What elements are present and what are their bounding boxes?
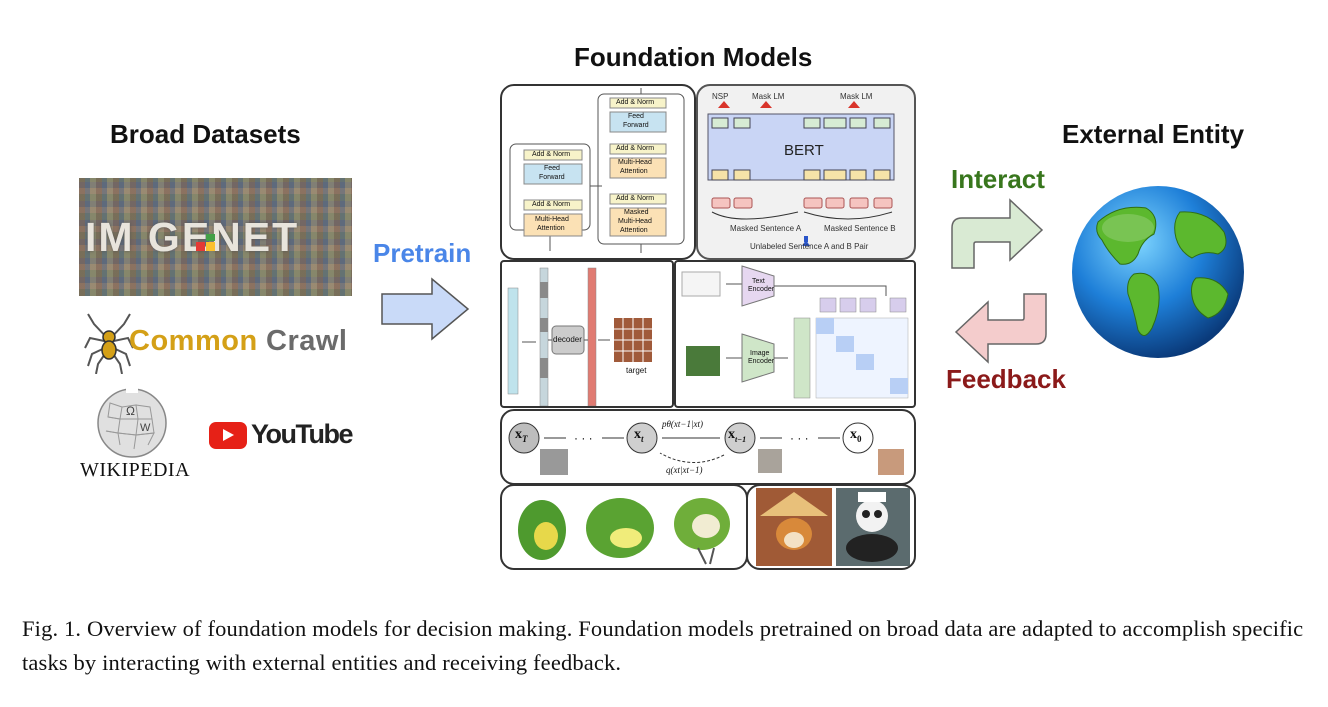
- avocado-chairs-panel: [500, 484, 748, 570]
- avocado-chairs-image: [518, 498, 730, 565]
- bert-panel: NSP Mask LM Mask LM BERT Masked Sentence…: [696, 84, 916, 260]
- youtube-text: YouTube: [251, 419, 353, 449]
- forward-process-label: pθ(xt−1|xt): [662, 419, 703, 429]
- encoder-forward-label: Forward: [539, 174, 565, 181]
- broad-datasets-heading: Broad Datasets: [110, 119, 301, 149]
- decoder-masked-label: Masked: [624, 209, 649, 216]
- encoder-add-norm-bottom: Add & Norm: [532, 201, 571, 208]
- mask-lm-label-2: Mask LM: [840, 92, 873, 101]
- transformer-diagram: [509, 88, 685, 253]
- svg-text:· · ·: · · ·: [790, 431, 809, 445]
- svg-text:Ω: Ω: [126, 404, 135, 418]
- mae-panel: decoder target: [500, 260, 674, 408]
- foundation-models-heading: Foundation Models: [574, 42, 813, 72]
- imagenet-logo: IM GENET: [79, 178, 352, 296]
- encoder-mha-label: Multi-Head: [535, 216, 569, 223]
- bert-diagram: [707, 101, 895, 246]
- transformer-panel: Add & Norm Feed Forward Add & Norm Multi…: [500, 84, 696, 260]
- reverse-process-label: q(xt|xt−1): [666, 465, 703, 475]
- image-encoder-label-1: Image: [750, 350, 770, 357]
- imagenet-dots-icon: [196, 234, 222, 256]
- x-0-node: x0: [850, 427, 862, 444]
- diffusion-panel: · · · · · · xT xt xt−1 x0 pθ(xt−1|xt) q(x…: [500, 409, 916, 485]
- crawl-text: Crawl: [266, 325, 348, 357]
- decoder-attention2-label: Attention: [620, 227, 648, 234]
- pretrain-arrow-icon: [381, 277, 470, 341]
- svg-text:W: W: [140, 422, 151, 434]
- x-T-node: xT: [515, 427, 528, 444]
- pretrain-label: Pretrain: [373, 238, 472, 268]
- earth-globe-icon: [1072, 186, 1244, 358]
- feedback-arrow-icon: [954, 293, 1047, 364]
- corgi-panda-panel: [746, 484, 916, 570]
- x-t-minus-1-node: xt−1: [728, 427, 747, 444]
- mask-lm-label-1: Mask LM: [752, 92, 785, 101]
- encoder-feed-label: Feed: [544, 165, 560, 172]
- common-text: Common: [129, 325, 258, 357]
- wikipedia-globe-icon: Ω W: [97, 383, 167, 458]
- decoder-mha-label: Multi-Head: [618, 159, 652, 166]
- decoder-add-norm-2: Add & Norm: [616, 145, 655, 152]
- wikipedia-text: WIKIPEDIA: [80, 459, 191, 481]
- clip-panel: Text Encoder Image Encoder: [674, 260, 916, 408]
- youtube-logo: YouTube: [209, 418, 353, 452]
- clip-diagram: [681, 265, 909, 399]
- text-encoder-label-2: Encoder: [748, 286, 775, 293]
- spider-icon: [84, 313, 134, 374]
- encoder-add-norm-top: Add & Norm: [532, 151, 571, 158]
- target-label: target: [626, 366, 647, 375]
- feedback-label: Feedback: [946, 364, 1066, 394]
- decoder-mha2-label: Multi-Head: [618, 218, 652, 225]
- decoder-add-norm-1: Add & Norm: [616, 99, 655, 106]
- decoder-forward-label: Forward: [623, 122, 649, 129]
- interact-label: Interact: [951, 164, 1045, 194]
- x-t-node: xt: [634, 427, 644, 444]
- decoder-label: decoder: [553, 335, 582, 344]
- common-crawl-logo: Common Crawl: [84, 312, 359, 374]
- decoder-attention-label: Attention: [620, 168, 648, 175]
- decoder-add-norm-3: Add & Norm: [616, 195, 655, 202]
- diffusion-diagram: · · · · · ·: [508, 422, 904, 475]
- bert-title: BERT: [784, 142, 824, 159]
- mae-diagram: [507, 267, 652, 406]
- sentence-b-label: Masked Sentence B: [824, 224, 896, 233]
- svg-text:· · ·: · · ·: [574, 431, 593, 445]
- encoder-attention-label: Attention: [537, 225, 565, 232]
- decoder-feed-label: Feed: [628, 113, 644, 120]
- youtube-play-icon: [209, 422, 247, 449]
- imagenet-text: IM GENET: [85, 214, 300, 260]
- wikipedia-logo: Ω W WIKIPEDIA: [78, 383, 191, 483]
- corgi-panda-image: [756, 488, 910, 566]
- figure-caption: Fig. 1. Overview of foundation models fo…: [22, 616, 1304, 675]
- sentence-pair-label: Unlabeled Sentence A and B Pair: [750, 242, 869, 251]
- interact-arrow-icon: [951, 198, 1044, 269]
- nsp-label: NSP: [712, 92, 729, 101]
- image-encoder-label-2: Encoder: [748, 358, 775, 365]
- sentence-a-label: Masked Sentence A: [730, 224, 802, 233]
- external-entity-heading: External Entity: [1062, 119, 1245, 149]
- text-encoder-label-1: Text: [752, 278, 765, 285]
